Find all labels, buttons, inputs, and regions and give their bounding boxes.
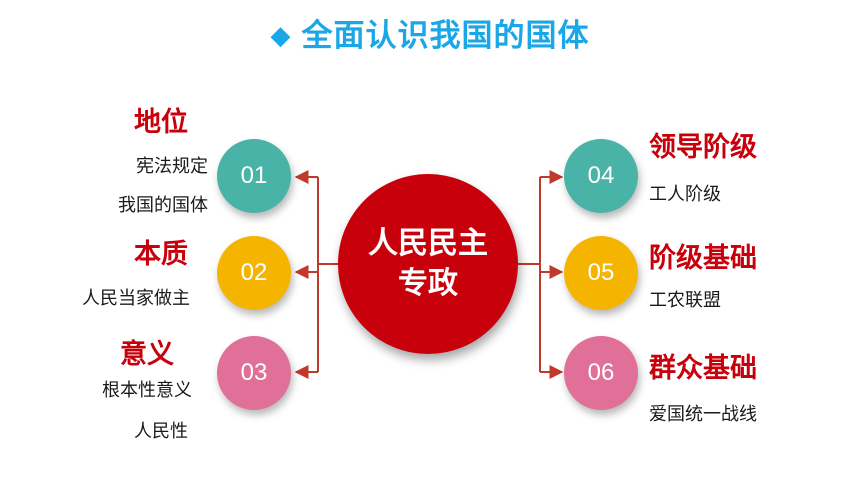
node-06-circle: 06 [564, 336, 638, 410]
node-04-circle: 04 [564, 139, 638, 213]
node-01-circle: 01 [217, 139, 291, 213]
node-04-line-1: 工人阶级 [649, 184, 721, 205]
node-03-number: 03 [240, 359, 268, 386]
node-01-line-2: 我国的国体 [118, 195, 208, 216]
node-05-line-1: 工农联盟 [649, 290, 721, 311]
center-circle: 人民民主 专政 [338, 174, 518, 354]
diamond-bullet-icon: ◆ [270, 21, 292, 51]
node-01-heading: 地位 [134, 107, 188, 138]
node-02-heading: 本质 [134, 239, 188, 270]
node-01-line-1: 宪法规定 [136, 156, 208, 177]
page-title: ◆ 全面认识我国的国体 [0, 14, 860, 60]
node-05-number: 05 [587, 259, 615, 286]
node-01-number: 01 [240, 162, 268, 189]
node-04-number: 04 [587, 162, 615, 189]
page-title-text: 全面认识我国的国体 [301, 18, 590, 54]
node-06-line-1: 爱国统一战线 [649, 404, 757, 425]
center-line-1: 人民民主 [368, 226, 488, 261]
node-02-line-1: 人民当家做主 [82, 288, 190, 309]
node-05-heading: 阶级基础 [649, 243, 757, 274]
node-02-number: 02 [240, 259, 268, 286]
node-05-circle: 05 [564, 236, 638, 310]
node-03-line-2: 人民性 [134, 421, 188, 442]
node-06-number: 06 [587, 359, 615, 386]
node-06-heading: 群众基础 [649, 353, 757, 384]
node-04-heading: 领导阶级 [649, 132, 757, 163]
center-line-2: 专政 [398, 266, 458, 301]
node-02-circle: 02 [217, 236, 291, 310]
node-03-line-1: 根本性意义 [102, 380, 192, 401]
node-03-heading: 意义 [120, 339, 174, 370]
node-03-circle: 03 [217, 336, 291, 410]
